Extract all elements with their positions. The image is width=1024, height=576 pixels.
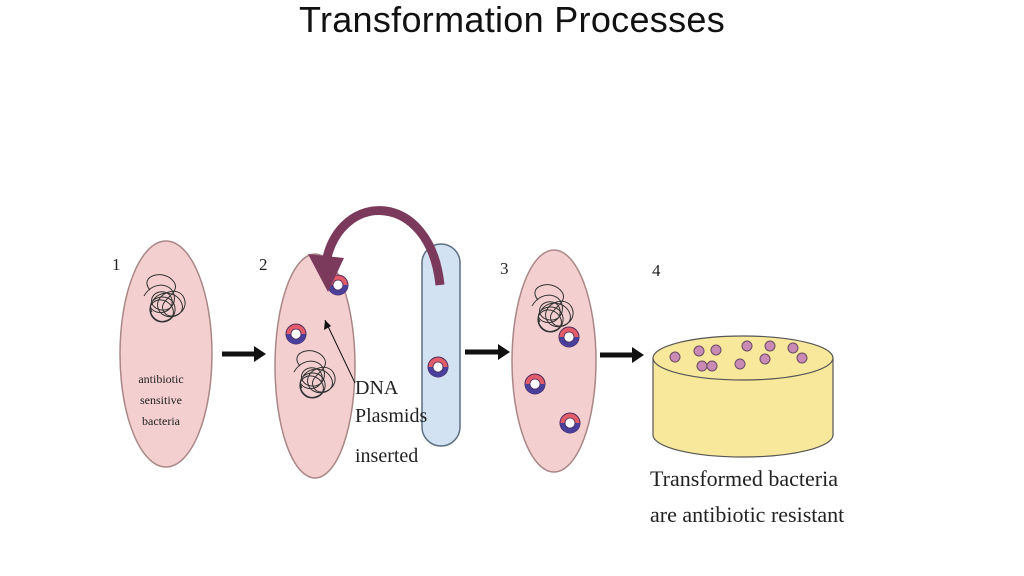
step2-label-line1: DNA	[355, 377, 399, 399]
petri-dish	[652, 335, 834, 458]
step4-label-line2: are antibiotic resistant	[650, 502, 844, 527]
colony	[787, 342, 799, 354]
tube-plasmid	[427, 356, 449, 378]
step2-bacterium	[274, 253, 356, 479]
slide-title: Transformation Processes	[298, 0, 726, 40]
colony	[696, 360, 708, 372]
step3-plasmid-1	[558, 326, 580, 348]
step3-plasmid-3	[559, 412, 581, 434]
step2-label-line2: Plasmids	[355, 405, 427, 427]
step1-label-line1: antibiotic	[138, 372, 183, 386]
step1-number: 1	[112, 255, 121, 274]
step2-pointer-line	[324, 319, 356, 384]
step2-plasmid-left	[285, 323, 307, 345]
step4-number: 4	[652, 261, 661, 280]
colony	[706, 360, 718, 372]
colony	[764, 340, 776, 352]
transfer-arrow	[308, 206, 445, 292]
arrow-2-to-3	[465, 344, 510, 360]
arrow-3-to-4	[600, 347, 644, 363]
step2-label-line3: inserted	[355, 445, 418, 467]
colony	[693, 345, 705, 357]
colony	[669, 351, 681, 363]
bacterial-colonies	[669, 340, 808, 372]
step3-bacterium	[511, 249, 597, 473]
colony	[741, 340, 753, 352]
colony	[759, 353, 771, 365]
step2-number: 2	[259, 255, 268, 274]
step4-label-line1: Transformed bacteria	[650, 466, 838, 491]
step3-plasmid-2	[524, 373, 546, 395]
colony	[710, 344, 722, 356]
colony	[734, 358, 746, 370]
plasmid-tube	[421, 243, 461, 447]
step1-label-line3: bacteria	[142, 414, 181, 428]
step1-label-line2: sensitive	[140, 393, 182, 407]
arrow-1-to-2	[222, 346, 266, 362]
step3-number: 3	[500, 259, 509, 278]
colony	[796, 352, 808, 364]
step1-bacterium	[119, 240, 213, 468]
